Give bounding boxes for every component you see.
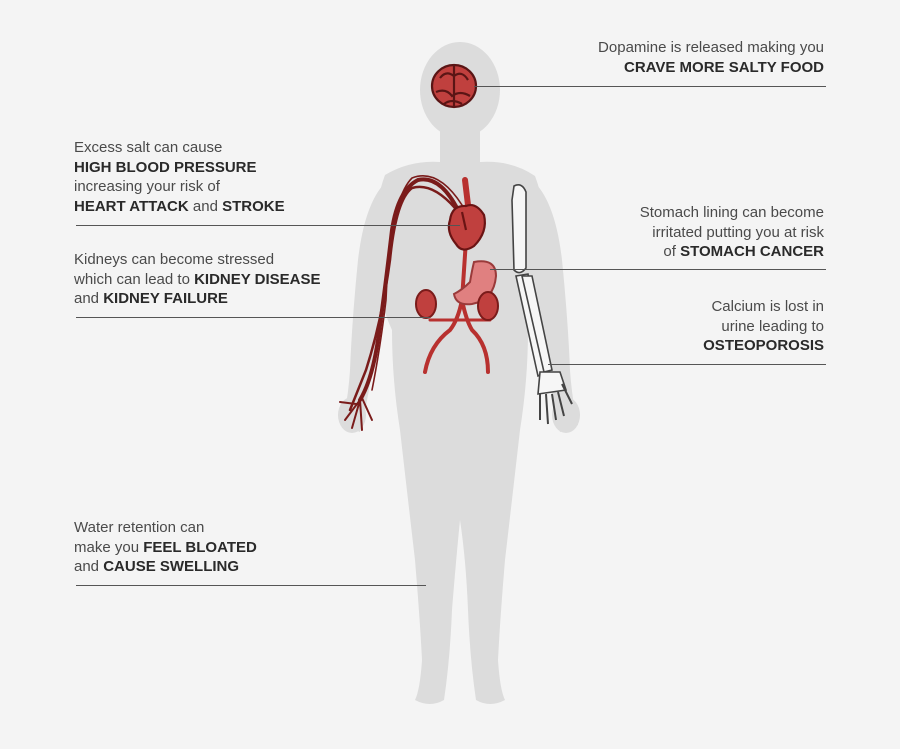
artery-icon bbox=[339, 175, 463, 431]
kidney-callout-line3: and KIDNEY FAILURE bbox=[74, 289, 394, 309]
bone-callout: Calcium is lost in urine leading to OSTE… bbox=[564, 297, 824, 356]
water-callout-line2: make you FEEL BLOATED bbox=[74, 538, 374, 558]
stomach-callout-prefix: of bbox=[663, 243, 681, 260]
heart-callout: Excess salt can cause HIGH BLOOD PRESSUR… bbox=[74, 138, 374, 216]
kidney-disease-label: KIDNEY DISEASE bbox=[194, 270, 321, 288]
kidney-callout-line2: which can lead to KIDNEY DISEASE bbox=[74, 270, 394, 290]
heart-callout-line1: Excess salt can cause bbox=[74, 139, 223, 156]
heart-attack-label: HEART ATTACK bbox=[74, 197, 189, 215]
cause-swelling-label: CAUSE SWELLING bbox=[103, 558, 240, 575]
bone-callout-line2: urine leading to bbox=[721, 317, 824, 335]
stroke-label: STROKE bbox=[222, 197, 285, 215]
heart-icon bbox=[447, 203, 486, 251]
water-callout-line1: Water retention can bbox=[74, 519, 205, 536]
kidney-callout-line1: Kidneys can become stressed bbox=[74, 251, 275, 268]
bone-callout-line1: Calcium is lost in bbox=[711, 298, 824, 315]
water-callout-prefix2: and bbox=[74, 558, 104, 575]
stomach-callout: Stomach lining can become irritated putt… bbox=[524, 203, 824, 262]
water-callout-line3: and CAUSE SWELLING bbox=[74, 557, 374, 577]
kidney-failure-label: KIDNEY FAILURE bbox=[103, 290, 228, 307]
water-callout-prefix: make you bbox=[74, 538, 144, 556]
aorta-icon bbox=[423, 177, 492, 374]
heart-connector-word: and bbox=[188, 197, 223, 215]
kidney-callout-prefix: which can lead to bbox=[74, 270, 195, 288]
bone-arm-icon bbox=[511, 184, 573, 425]
kidney-callout-prefix2: and bbox=[74, 290, 104, 307]
heart-callout-line3: increasing your risk of bbox=[74, 178, 220, 195]
brain-callout: Dopamine is released making you CRAVE MO… bbox=[504, 38, 824, 77]
brain-callout-line1: Dopamine is released making you bbox=[598, 39, 824, 56]
water-connector-line bbox=[76, 585, 426, 586]
heart-callout-line4: HEART ATTACK and STROKE bbox=[74, 197, 374, 217]
kidney-icon bbox=[415, 289, 499, 321]
brain-icon bbox=[430, 63, 478, 109]
kidney-connector-line bbox=[76, 317, 430, 318]
stomach-callout-line3: of STOMACH CANCER bbox=[524, 242, 824, 262]
feel-bloated-label: FEEL BLOATED bbox=[143, 538, 257, 556]
bone-connector-line bbox=[548, 364, 826, 365]
osteoporosis-label: OSTEOPOROSIS bbox=[703, 337, 824, 354]
water-callout: Water retention can make you FEEL BLOATE… bbox=[74, 518, 374, 577]
brain-callout-emphasis: CRAVE MORE SALTY FOOD bbox=[623, 58, 824, 76]
stomach-callout-line1: Stomach lining can become bbox=[639, 204, 824, 221]
heart-connector-line bbox=[76, 225, 460, 226]
brain-connector-line bbox=[474, 86, 826, 87]
stomach-cancer-label: STOMACH CANCER bbox=[680, 243, 824, 260]
kidney-callout: Kidneys can become stressed which can le… bbox=[74, 250, 394, 309]
stomach-connector-line bbox=[490, 269, 826, 270]
heart-callout-emphasis: HIGH BLOOD PRESSURE bbox=[74, 158, 257, 176]
stomach-callout-line2: irritated putting you at risk bbox=[652, 223, 824, 241]
